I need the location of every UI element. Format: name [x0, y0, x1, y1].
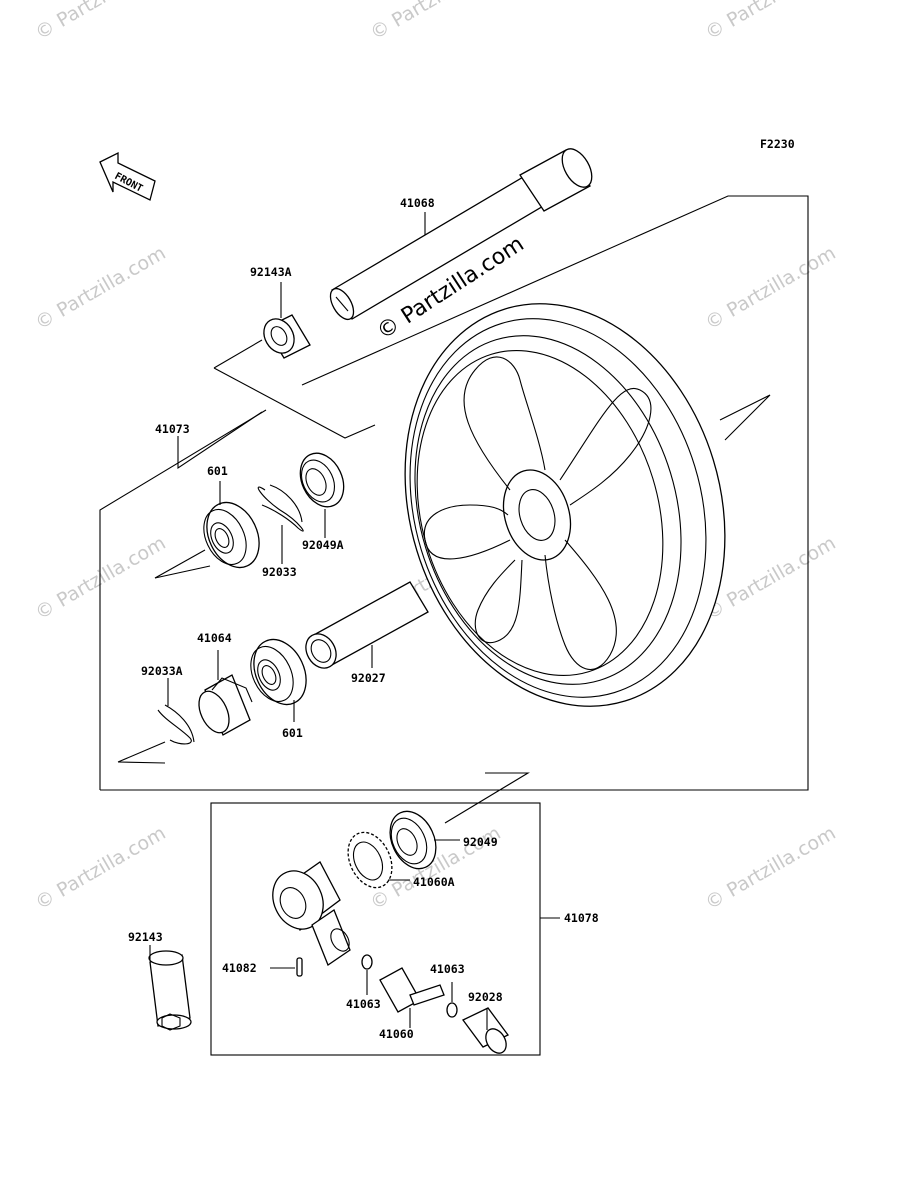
part-label-41064[interactable]: 41064: [197, 631, 232, 645]
axle-part: [329, 148, 593, 321]
adapter-41064: [198, 674, 253, 736]
part-label-41060[interactable]: 41060: [379, 1027, 414, 1041]
part-label-92143[interactable]: 92143: [128, 930, 163, 944]
gear-41060a: [347, 831, 393, 889]
spacer-92027: [305, 581, 429, 669]
part-label-601-lower[interactable]: 601: [282, 726, 303, 740]
part-label-92033[interactable]: 92033: [262, 565, 297, 579]
part-label-41082[interactable]: 41082: [222, 961, 257, 975]
part-label-92027[interactable]: 92027: [351, 671, 386, 685]
seal-92049a: [299, 452, 345, 508]
watermark: © Partzilla.com: [32, 822, 170, 914]
watermark: © Partzilla.com: [702, 242, 840, 334]
circlip-92033: [257, 484, 304, 532]
part-label-92028[interactable]: 92028: [468, 990, 503, 1004]
part-label-41063-left[interactable]: 41063: [346, 997, 381, 1011]
bearing-601-lower: [250, 638, 307, 706]
wheel: [404, 303, 771, 707]
figure-code: F2230: [760, 137, 795, 151]
washer-41063-left: [361, 954, 373, 970]
part-label-601-upper[interactable]: 601: [207, 464, 228, 478]
circlip-92033a: [157, 704, 195, 745]
part-label-41063-right[interactable]: 41063: [430, 962, 465, 976]
watermark: © Partzilla.com: [702, 0, 840, 44]
collar-92143: [148, 950, 192, 1031]
assembly-frame-41078: [210, 802, 541, 1056]
part-label-41060a[interactable]: 41060A: [413, 875, 455, 889]
watermark: © Partzilla.com: [702, 822, 840, 914]
assembly-frame-41073: [99, 195, 809, 791]
pin-41082: [296, 957, 303, 977]
front-arrow-icon: FRONT: [99, 151, 156, 201]
part-label-92143a[interactable]: 92143A: [250, 265, 292, 279]
watermark: © Partzilla.com: [32, 0, 170, 44]
pinion-41060: [379, 967, 445, 1013]
watermark: © Partzilla.com: [32, 242, 170, 334]
washer-41063-right: [446, 1002, 458, 1018]
part-label-41073[interactable]: 41073: [155, 422, 190, 436]
part-label-41078[interactable]: 41078: [564, 911, 599, 925]
speedometer-gear-housing: [272, 861, 351, 966]
bearing-601-upper: [203, 501, 260, 569]
seal-92049: [389, 810, 437, 870]
part-label-92049a[interactable]: 92049A: [302, 538, 344, 552]
part-label-41068[interactable]: 41068: [400, 196, 435, 210]
watermark: © Partzilla.com: [367, 0, 505, 44]
collar-92143a: [263, 314, 311, 359]
part-label-92033a[interactable]: 92033A: [141, 664, 183, 678]
part-label-92049[interactable]: 92049: [463, 835, 498, 849]
bushing-92028: [462, 1007, 509, 1054]
